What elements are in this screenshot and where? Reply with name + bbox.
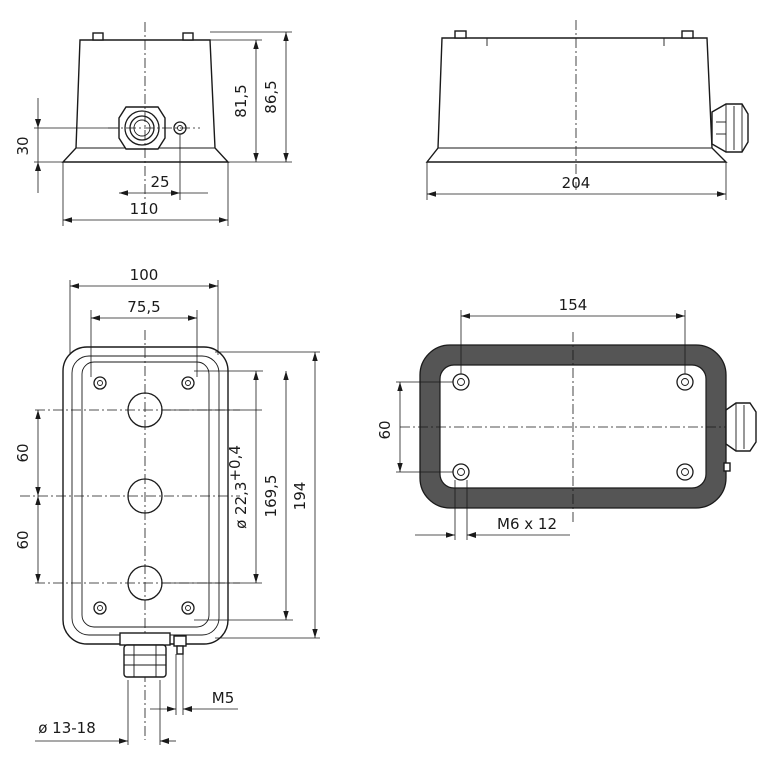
bottom-cable-gland — [723, 402, 757, 472]
top-corner-screws — [93, 376, 195, 615]
dim-169-5-label: 169,5 — [262, 475, 280, 518]
dim-25-label: 25 — [150, 173, 169, 191]
bottom-view: 154 60 M6 x 12 — [376, 296, 757, 540]
top-ground-screw — [173, 635, 187, 655]
side-cable-gland — [711, 103, 749, 153]
top-view: 100 75,5 60 60 ø 22,3+0,4 169,5 194 M5 ø… — [14, 266, 320, 745]
dim-100-label: 100 — [130, 266, 159, 284]
dim-m5-label: M5 — [212, 689, 235, 707]
front-cable-gland — [118, 106, 166, 150]
dim-110-label: 110 — [130, 200, 159, 218]
dim-60-upper-label: 60 — [14, 443, 32, 462]
dim-gland-label: ø 13-18 — [38, 719, 96, 737]
dim-30-label: 30 — [14, 136, 32, 155]
front-lid-screw-left — [92, 32, 104, 41]
dim-m6-label: M6 x 12 — [497, 515, 557, 533]
top-cable-gland — [119, 632, 171, 678]
dim-60-lower-label: 60 — [14, 530, 32, 549]
dim-194-label: 194 — [291, 482, 309, 511]
dim-154-label: 154 — [559, 296, 588, 314]
dim-81-5-label: 81,5 — [232, 84, 250, 117]
dim-60-bottom-label: 60 — [376, 420, 394, 439]
dim-204-label: 204 — [562, 174, 591, 192]
side-view: 204 — [425, 20, 749, 200]
dim-86-5-label: 86,5 — [262, 80, 280, 113]
dim-diameter-label: ø 22,3+0,4 — [226, 445, 250, 529]
top-lid — [81, 361, 210, 628]
front-lid-screw-right — [182, 32, 194, 41]
dim-75-5-label: 75,5 — [127, 298, 160, 316]
front-view: 81,5 86,5 30 25 110 — [14, 22, 292, 226]
side-body-outline — [425, 37, 728, 163]
